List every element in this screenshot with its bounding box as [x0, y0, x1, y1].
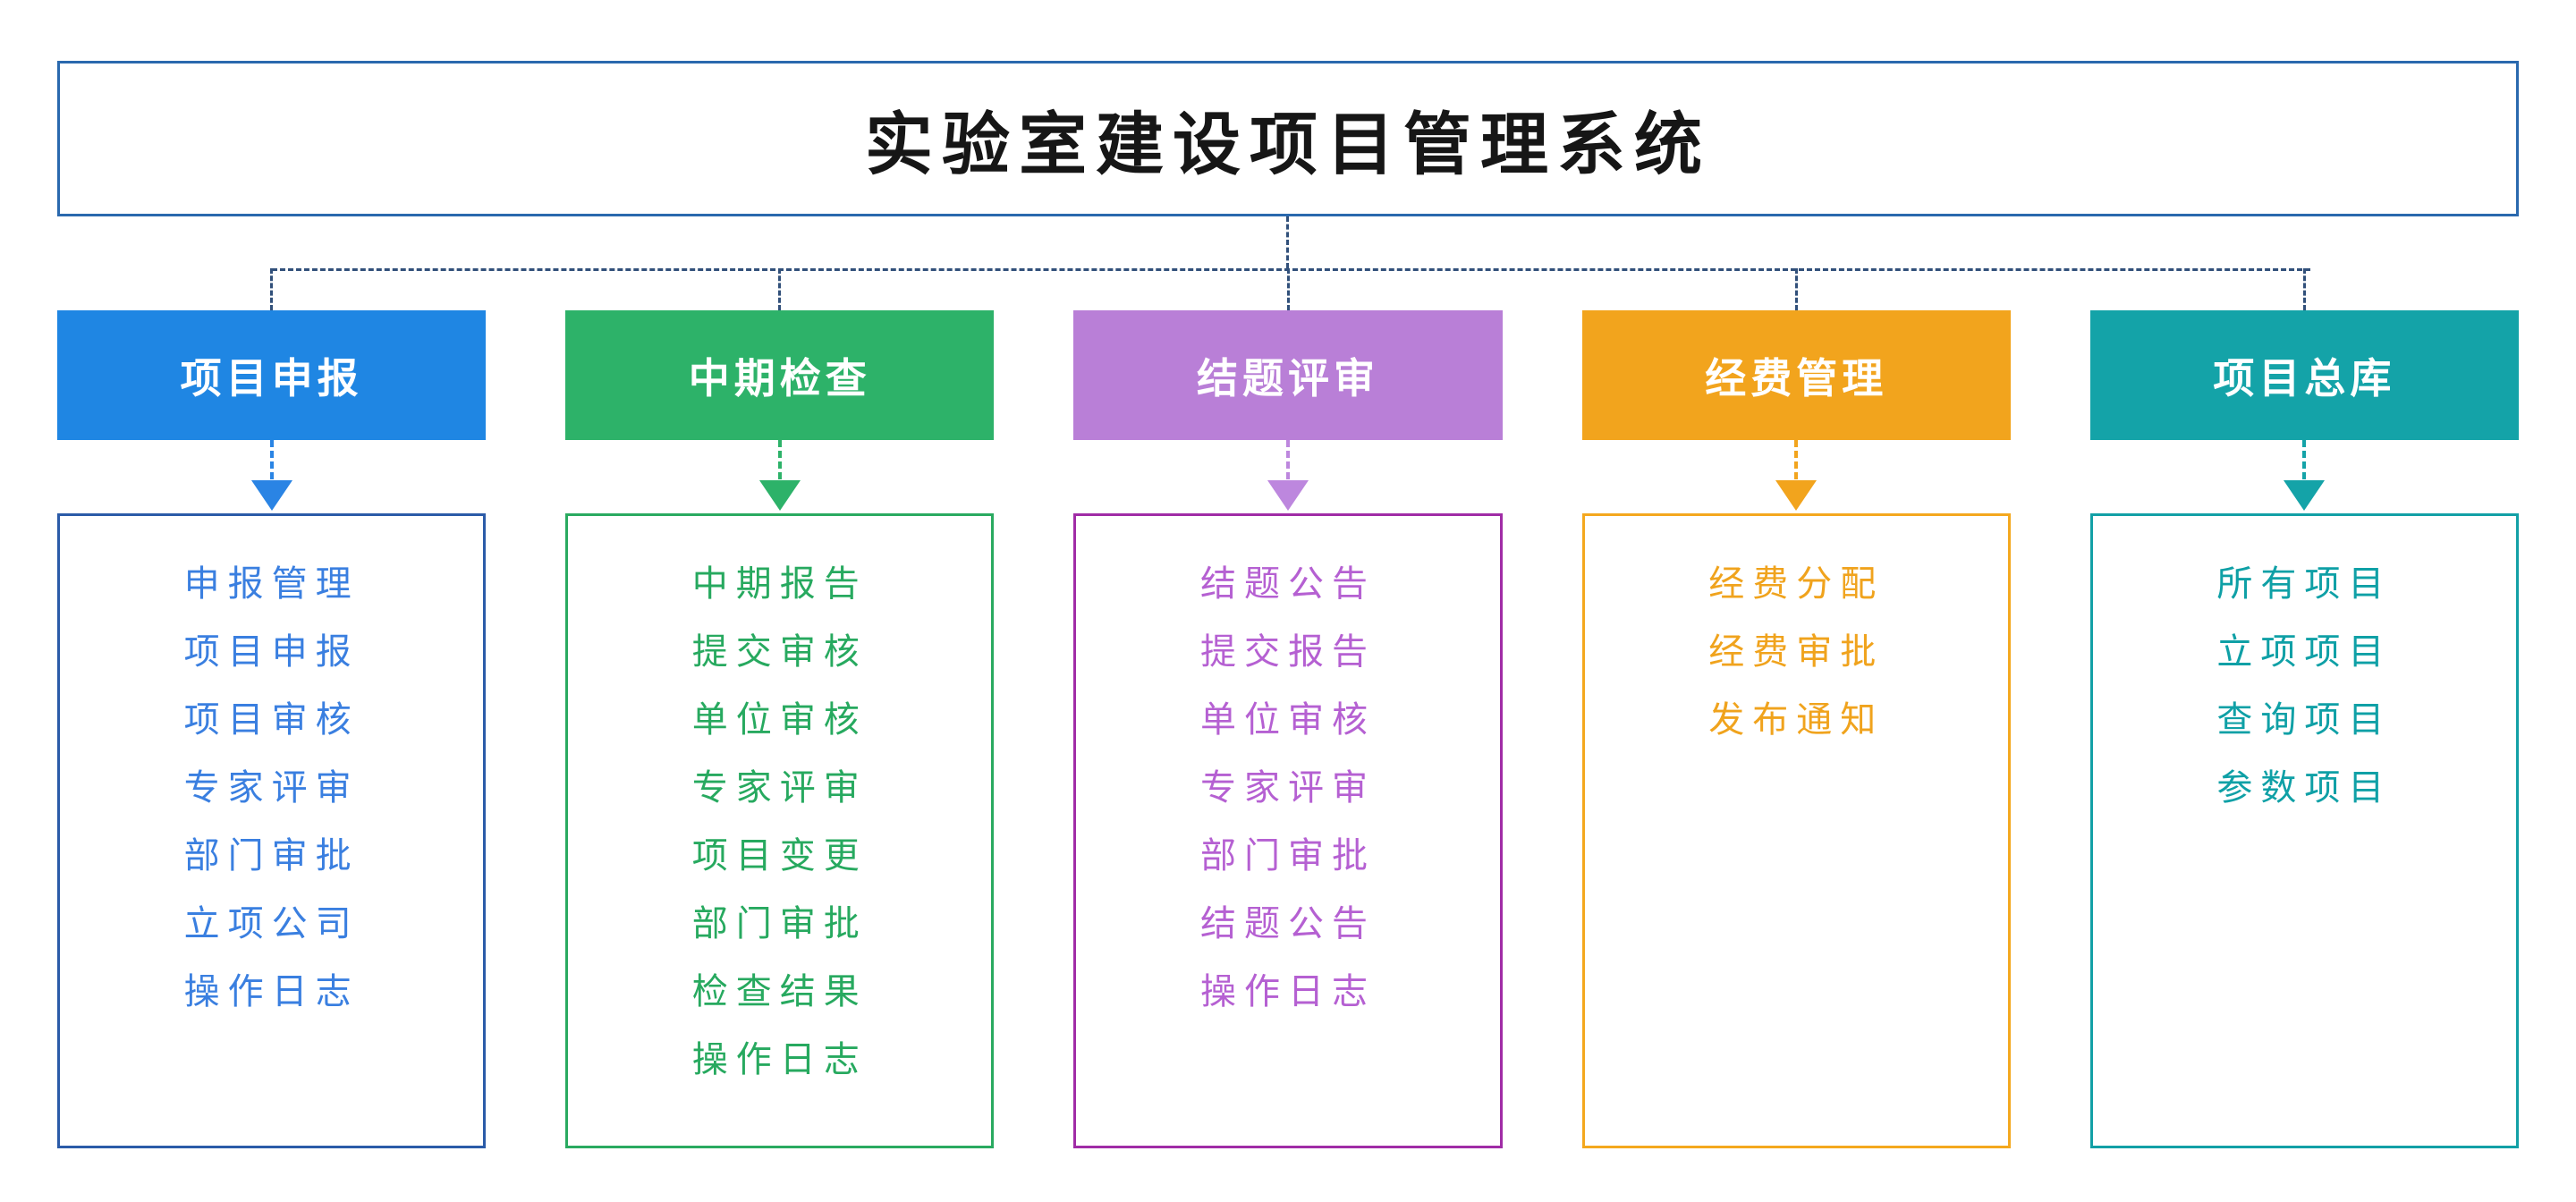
list-item: 单位审核 — [1200, 700, 1376, 740]
branch-header-project-repository: 项目总库 — [2089, 310, 2520, 440]
arrow-down-icon — [2284, 480, 2326, 511]
system-title: 实验室建设项目管理系统 — [865, 107, 1711, 183]
branch-columns: 项目申报 申报管理 项目申报 项目审核 专家评审 部门审批 立项公司 操作日志 … — [57, 268, 2520, 1148]
column-midterm-inspection: 中期检查 中期报告 提交审核 单位审核 专家评审 项目变更 部门审批 检查结果 … — [565, 268, 995, 1148]
system-title-box: 实验室建设项目管理系统 — [57, 61, 2519, 216]
branch-header-midterm-inspection: 中期检查 — [565, 310, 995, 440]
list-item: 查询项目 — [2216, 700, 2393, 740]
horizontal-connector-line — [272, 268, 2310, 271]
list-item: 发布通知 — [1708, 700, 1885, 740]
list-item: 结题公告 — [1200, 564, 1376, 604]
list-item: 结题公告 — [1200, 904, 1376, 944]
list-item: 参数项目 — [2216, 768, 2393, 808]
list-item: 项目变更 — [691, 836, 868, 876]
branch-header-project-application: 项目申报 — [57, 310, 487, 440]
list-item: 项目申报 — [183, 632, 360, 672]
connector-line — [777, 440, 782, 479]
list-item: 项目审核 — [183, 700, 360, 740]
list-item: 立项公司 — [183, 904, 360, 944]
column-project-repository: 项目总库 所有项目 立项项目 查询项目 参数项目 — [2089, 268, 2520, 1148]
connector-line — [1286, 268, 1290, 310]
list-item: 专家评审 — [691, 768, 868, 808]
arrow-down-icon — [1267, 480, 1309, 511]
list-item: 检查结果 — [691, 972, 868, 1012]
list-item: 操作日志 — [183, 972, 360, 1012]
list-item: 申报管理 — [183, 564, 360, 604]
list-item: 中期报告 — [691, 564, 868, 604]
arrow-down-icon — [758, 480, 801, 511]
arrow-down-icon — [250, 480, 292, 511]
list-item: 所有项目 — [2216, 564, 2393, 604]
connector-line — [2302, 268, 2306, 310]
list-item: 提交审核 — [691, 632, 868, 672]
connector-line — [2302, 440, 2307, 479]
list-item: 部门审批 — [183, 836, 360, 876]
list-item: 提交报告 — [1200, 632, 1376, 672]
list-item: 单位审核 — [691, 700, 868, 740]
module-list-fund-management: 经费分配 经费审批 发布通知 — [1581, 513, 2011, 1148]
arrow-down-icon — [1775, 480, 1818, 511]
trunk-connector-line — [1286, 216, 1289, 268]
list-item: 操作日志 — [1200, 972, 1376, 1012]
column-conclusion-review: 结题评审 结题公告 提交报告 单位审核 专家评审 部门审批 结题公告 操作日志 — [1073, 268, 1503, 1148]
module-list-project-application: 申报管理 项目申报 项目审核 专家评审 部门审批 立项公司 操作日志 — [57, 513, 487, 1148]
connector-line — [1286, 440, 1290, 479]
branch-header-conclusion-review: 结题评审 — [1073, 310, 1503, 440]
list-item: 经费分配 — [1708, 564, 1885, 604]
connector-line — [778, 268, 782, 310]
column-fund-management: 经费管理 经费分配 经费审批 发布通知 — [1581, 268, 2011, 1148]
connector-line — [1794, 440, 1799, 479]
branch-header-fund-management: 经费管理 — [1581, 310, 2011, 440]
list-item: 部门审批 — [691, 904, 868, 944]
connector-line — [269, 440, 274, 479]
column-project-application: 项目申报 申报管理 项目申报 项目审核 专家评审 部门审批 立项公司 操作日志 — [57, 268, 487, 1148]
module-list-conclusion-review: 结题公告 提交报告 单位审核 专家评审 部门审批 结题公告 操作日志 — [1073, 513, 1503, 1148]
module-list-midterm-inspection: 中期报告 提交审核 单位审核 专家评审 项目变更 部门审批 检查结果 操作日志 — [565, 513, 995, 1148]
list-item: 专家评审 — [183, 768, 360, 808]
connector-line — [1794, 268, 1798, 310]
list-item: 操作日志 — [691, 1040, 868, 1079]
module-list-project-repository: 所有项目 立项项目 查询项目 参数项目 — [2089, 513, 2520, 1148]
list-item: 立项项目 — [2216, 632, 2393, 672]
list-item: 专家评审 — [1200, 768, 1376, 808]
list-item: 部门审批 — [1200, 836, 1376, 876]
connector-line — [270, 268, 274, 310]
list-item: 经费审批 — [1708, 632, 1885, 672]
